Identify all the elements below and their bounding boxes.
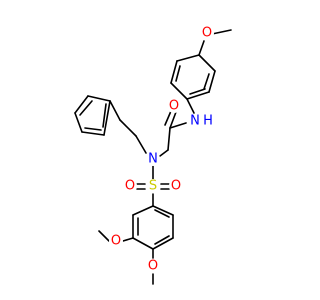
bond: [170, 60, 178, 84]
bond: [176, 54, 200, 62]
sulfonyl-oxygen-left-label: O: [125, 179, 135, 194]
bond: [211, 29, 232, 35]
bond: [102, 103, 107, 128]
bond: [159, 149, 169, 157]
bond: [98, 230, 110, 242]
molecule-structure: O N H O N S O O O O: [74, 26, 232, 285]
bond: [87, 95, 111, 102]
bond: [167, 127, 171, 151]
bond: [189, 88, 206, 95]
bond: [79, 100, 93, 116]
bond: [154, 209, 170, 218]
bond: [135, 135, 147, 154]
bond: [198, 40, 205, 56]
sulfonyl-oxygen-right-label: O: [171, 179, 181, 194]
bond: [103, 100, 111, 136]
hydrogen-atom-label: H: [203, 114, 213, 129]
sulfur-atom-label: S: [149, 179, 157, 194]
para-methoxy-oxygen-label: O: [148, 259, 158, 274]
oxygen-atom-label: O: [202, 26, 212, 41]
bond: [186, 91, 210, 100]
bond: [119, 119, 137, 137]
carbonyl-oxygen-label: O: [169, 99, 179, 114]
bond: [152, 205, 174, 216]
bond: [154, 235, 170, 245]
bond: [74, 95, 89, 114]
atom-label-layer: O N H O N S O O O O: [109, 26, 214, 274]
bond: [81, 131, 105, 136]
bond: [208, 70, 216, 93]
bond: [132, 205, 154, 216]
bond: [186, 98, 195, 114]
bond: [169, 111, 177, 129]
bond: [132, 237, 154, 250]
bond: [109, 100, 121, 121]
sulfonamide-nitrogen-label: N: [148, 152, 158, 167]
bond: [74, 112, 83, 133]
bond: [198, 54, 216, 72]
bond: [169, 122, 187, 129]
meta-methoxy-oxygen-label: O: [111, 234, 121, 249]
bond: [203, 73, 210, 90]
bond: [84, 127, 102, 131]
bond: [122, 237, 134, 242]
nitrogen-atom-label: N: [190, 114, 200, 129]
bond: [152, 237, 174, 250]
bond: [164, 110, 172, 126]
bond: [175, 65, 181, 82]
bond-layer: [74, 29, 232, 285]
bond: [170, 82, 188, 100]
